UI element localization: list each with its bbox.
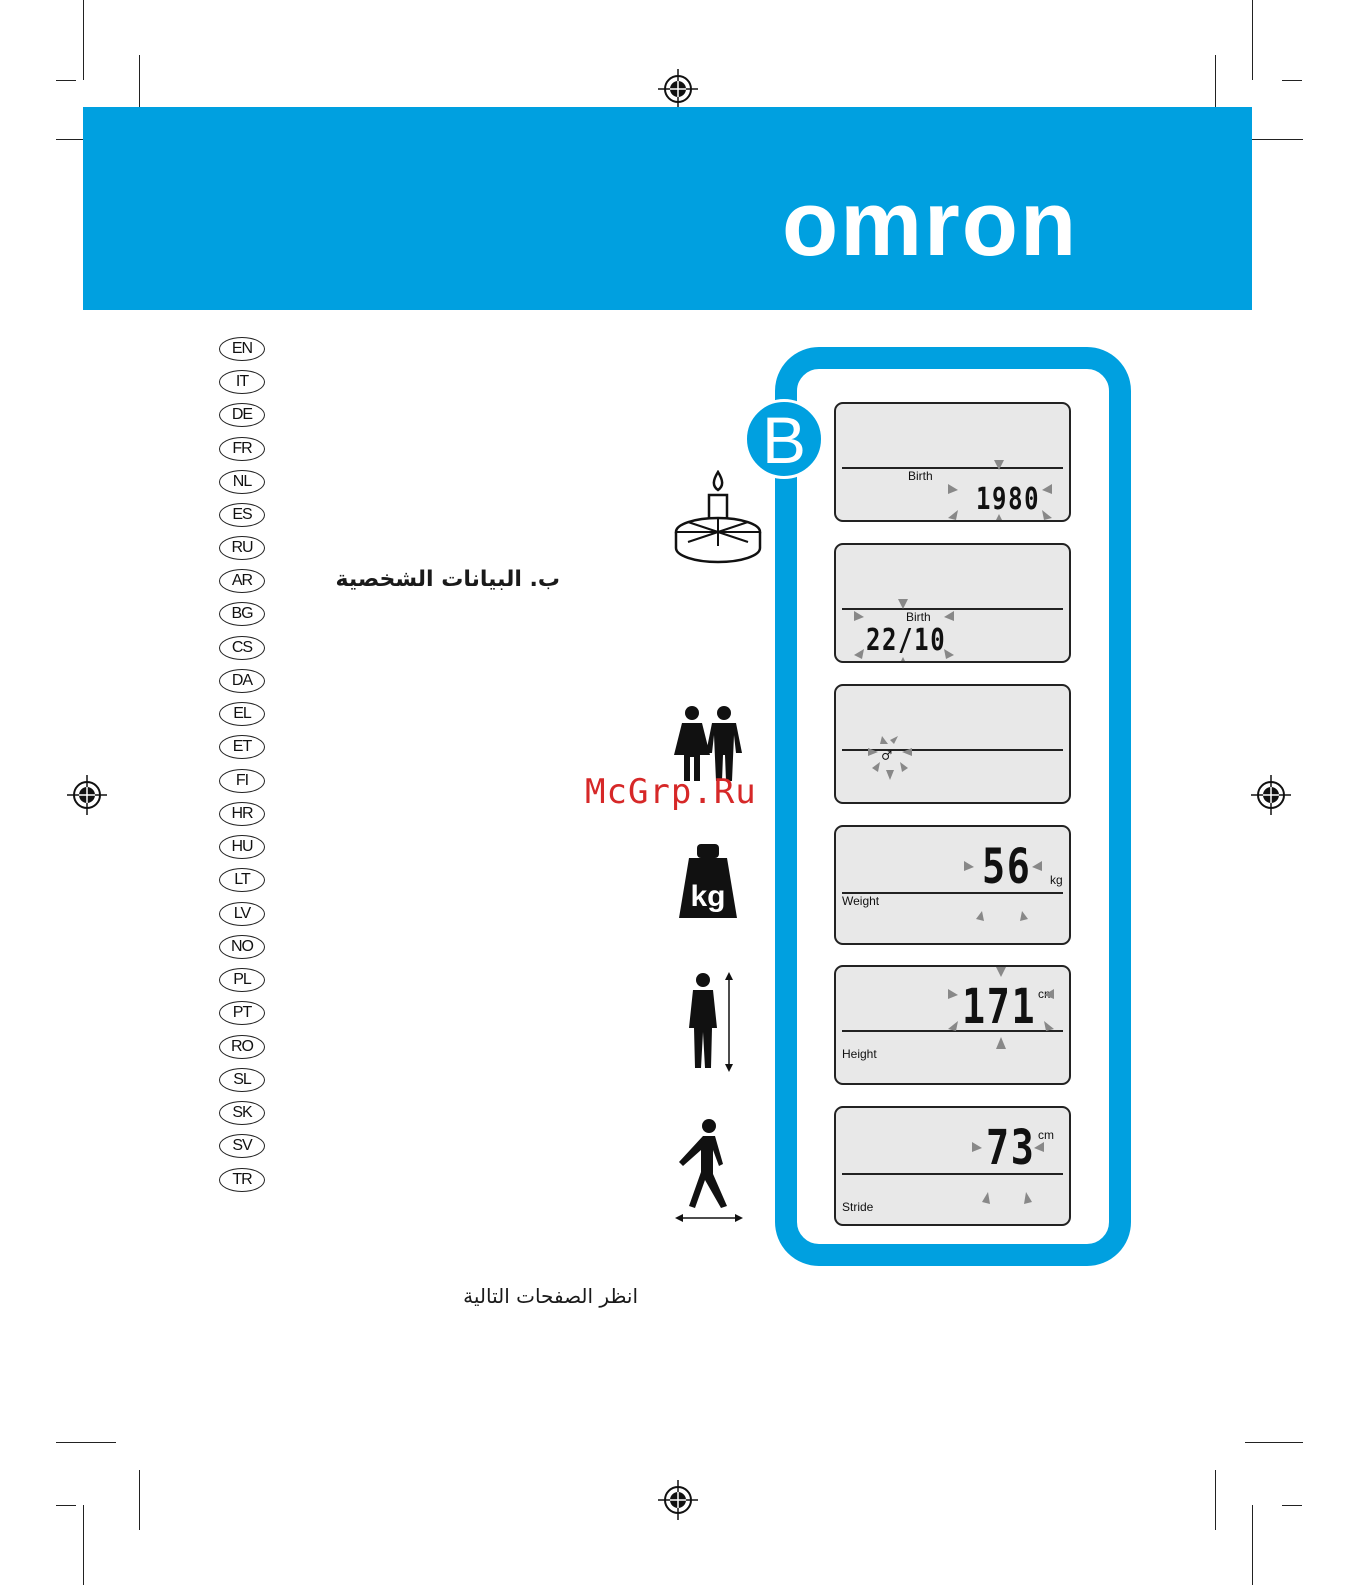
blink-indicator-icon xyxy=(836,827,1071,945)
registration-mark-icon xyxy=(1251,775,1291,815)
watermark: McGrp.Ru xyxy=(585,772,757,812)
language-code-bg: BG xyxy=(219,602,265,626)
lcd-stride: Stride 73 cm xyxy=(834,1106,1071,1226)
height-person-icon xyxy=(687,972,735,1072)
registration-mark-icon xyxy=(67,775,107,815)
language-code-es: ES xyxy=(219,503,265,527)
language-code-pt: PT xyxy=(219,1001,265,1025)
language-code-ar: AR xyxy=(219,569,265,593)
section-title: ب. البيانات الشخصية xyxy=(330,567,560,592)
language-code-sl: SL xyxy=(219,1068,265,1092)
language-code-fr: FR xyxy=(219,437,265,461)
weight-kg-icon: kg xyxy=(677,842,739,922)
language-code-tr: TR xyxy=(219,1168,265,1192)
language-code-ru: RU xyxy=(219,536,265,560)
walking-stride-icon xyxy=(673,1118,745,1224)
registration-mark-icon xyxy=(658,69,698,109)
svg-text:kg: kg xyxy=(690,880,725,913)
see-following-pages-note: انظر الصفحات التالية xyxy=(400,1284,638,1308)
lcd-birth-year: Birth 1980 xyxy=(834,402,1071,522)
blink-indicator-icon xyxy=(836,967,1071,1085)
registration-mark-icon xyxy=(658,1480,698,1520)
language-code-pl: PL xyxy=(219,968,265,992)
blink-indicator-icon xyxy=(836,404,1071,522)
language-code-sv: SV xyxy=(219,1134,265,1158)
birthday-cake-icon xyxy=(673,470,763,565)
language-code-et: ET xyxy=(219,735,265,759)
language-code-lv: LV xyxy=(219,902,265,926)
language-code-fi: FI xyxy=(219,769,265,793)
language-code-hr: HR xyxy=(219,802,265,826)
blink-indicator-icon xyxy=(836,1108,1071,1226)
language-code-sk: SK xyxy=(219,1101,265,1125)
lcd-birth-date: Birth 22/10 xyxy=(834,543,1071,663)
language-code-no: NO xyxy=(219,935,265,959)
language-code-hu: HU xyxy=(219,835,265,859)
language-code-nl: NL xyxy=(219,470,265,494)
section-badge: B xyxy=(744,399,824,479)
blink-indicator-icon xyxy=(836,686,1071,804)
lcd-weight: Weight 56 kg xyxy=(834,825,1071,945)
language-code-it: IT xyxy=(219,370,265,394)
language-code-lt: LT xyxy=(219,868,265,892)
language-code-de: DE xyxy=(219,403,265,427)
blink-indicator-icon xyxy=(836,545,1071,663)
language-code-en: EN xyxy=(219,337,265,361)
language-code-el: EL xyxy=(219,702,265,726)
language-code-cs: CS xyxy=(219,636,265,660)
lcd-height: Height 171 cm xyxy=(834,965,1071,1085)
omron-logo: omron xyxy=(782,178,1078,270)
language-code-ro: RO xyxy=(219,1035,265,1059)
lcd-gender: ♂ xyxy=(834,684,1071,804)
language-code-da: DA xyxy=(219,669,265,693)
